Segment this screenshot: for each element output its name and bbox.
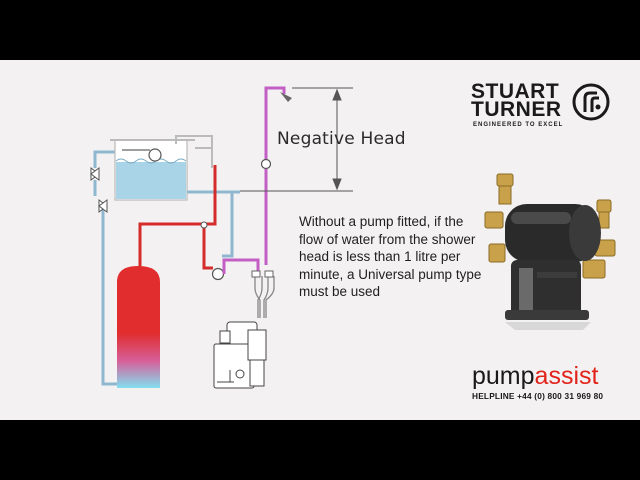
hot-vent-pipe — [138, 165, 217, 270]
float-valve-icon — [122, 148, 162, 162]
pump-feed-pipes — [254, 276, 275, 318]
left-valve-icon — [90, 167, 100, 181]
pumpassist-light: assist — [534, 362, 599, 390]
cold-down-pipe — [101, 202, 118, 386]
mixer-valve-icon — [211, 267, 225, 281]
vent-pipe — [175, 135, 213, 168]
pumpassist-bold: pump — [472, 362, 535, 390]
helpline-text: HELPLINE +44 (0) 800 31 969 80 — [472, 391, 604, 401]
brand-name-line1: STUART — [471, 80, 560, 103]
pump-product-image — [484, 173, 616, 330]
content-panel: Negative Head Without a pump fitted, if … — [0, 60, 640, 420]
brand-name-line2: TURNER — [471, 98, 562, 121]
shower-valve-icon — [260, 158, 272, 170]
pump-outline-icon — [213, 321, 267, 389]
brand-tagline: ENGINEERED TO EXCEL — [473, 122, 564, 128]
negative-head-dimension — [240, 87, 353, 192]
brand-emblem-icon — [572, 83, 610, 121]
hot-valve-icon — [200, 221, 208, 229]
pumpassist-logo: pumpassist — [472, 362, 598, 390]
hot-water-cylinder — [117, 266, 160, 388]
stuart-turner-logo: STUART TURNER ENGINEERED TO EXCEL — [471, 80, 621, 130]
right-cold-pipe — [222, 192, 234, 258]
hot-draw-pipe — [202, 224, 213, 270]
plumbing-diagram — [90, 86, 353, 389]
cold-feed-pipe — [93, 150, 120, 196]
lower-left-valve-icon — [98, 199, 108, 213]
mixed-pipe — [222, 86, 286, 275]
description-text: Without a pump fitted, if the flow of wa… — [299, 214, 482, 299]
shower-head-icon — [280, 92, 292, 102]
pipe-connector-icons — [251, 270, 274, 278]
negative-head-label: Negative Head — [277, 129, 406, 149]
